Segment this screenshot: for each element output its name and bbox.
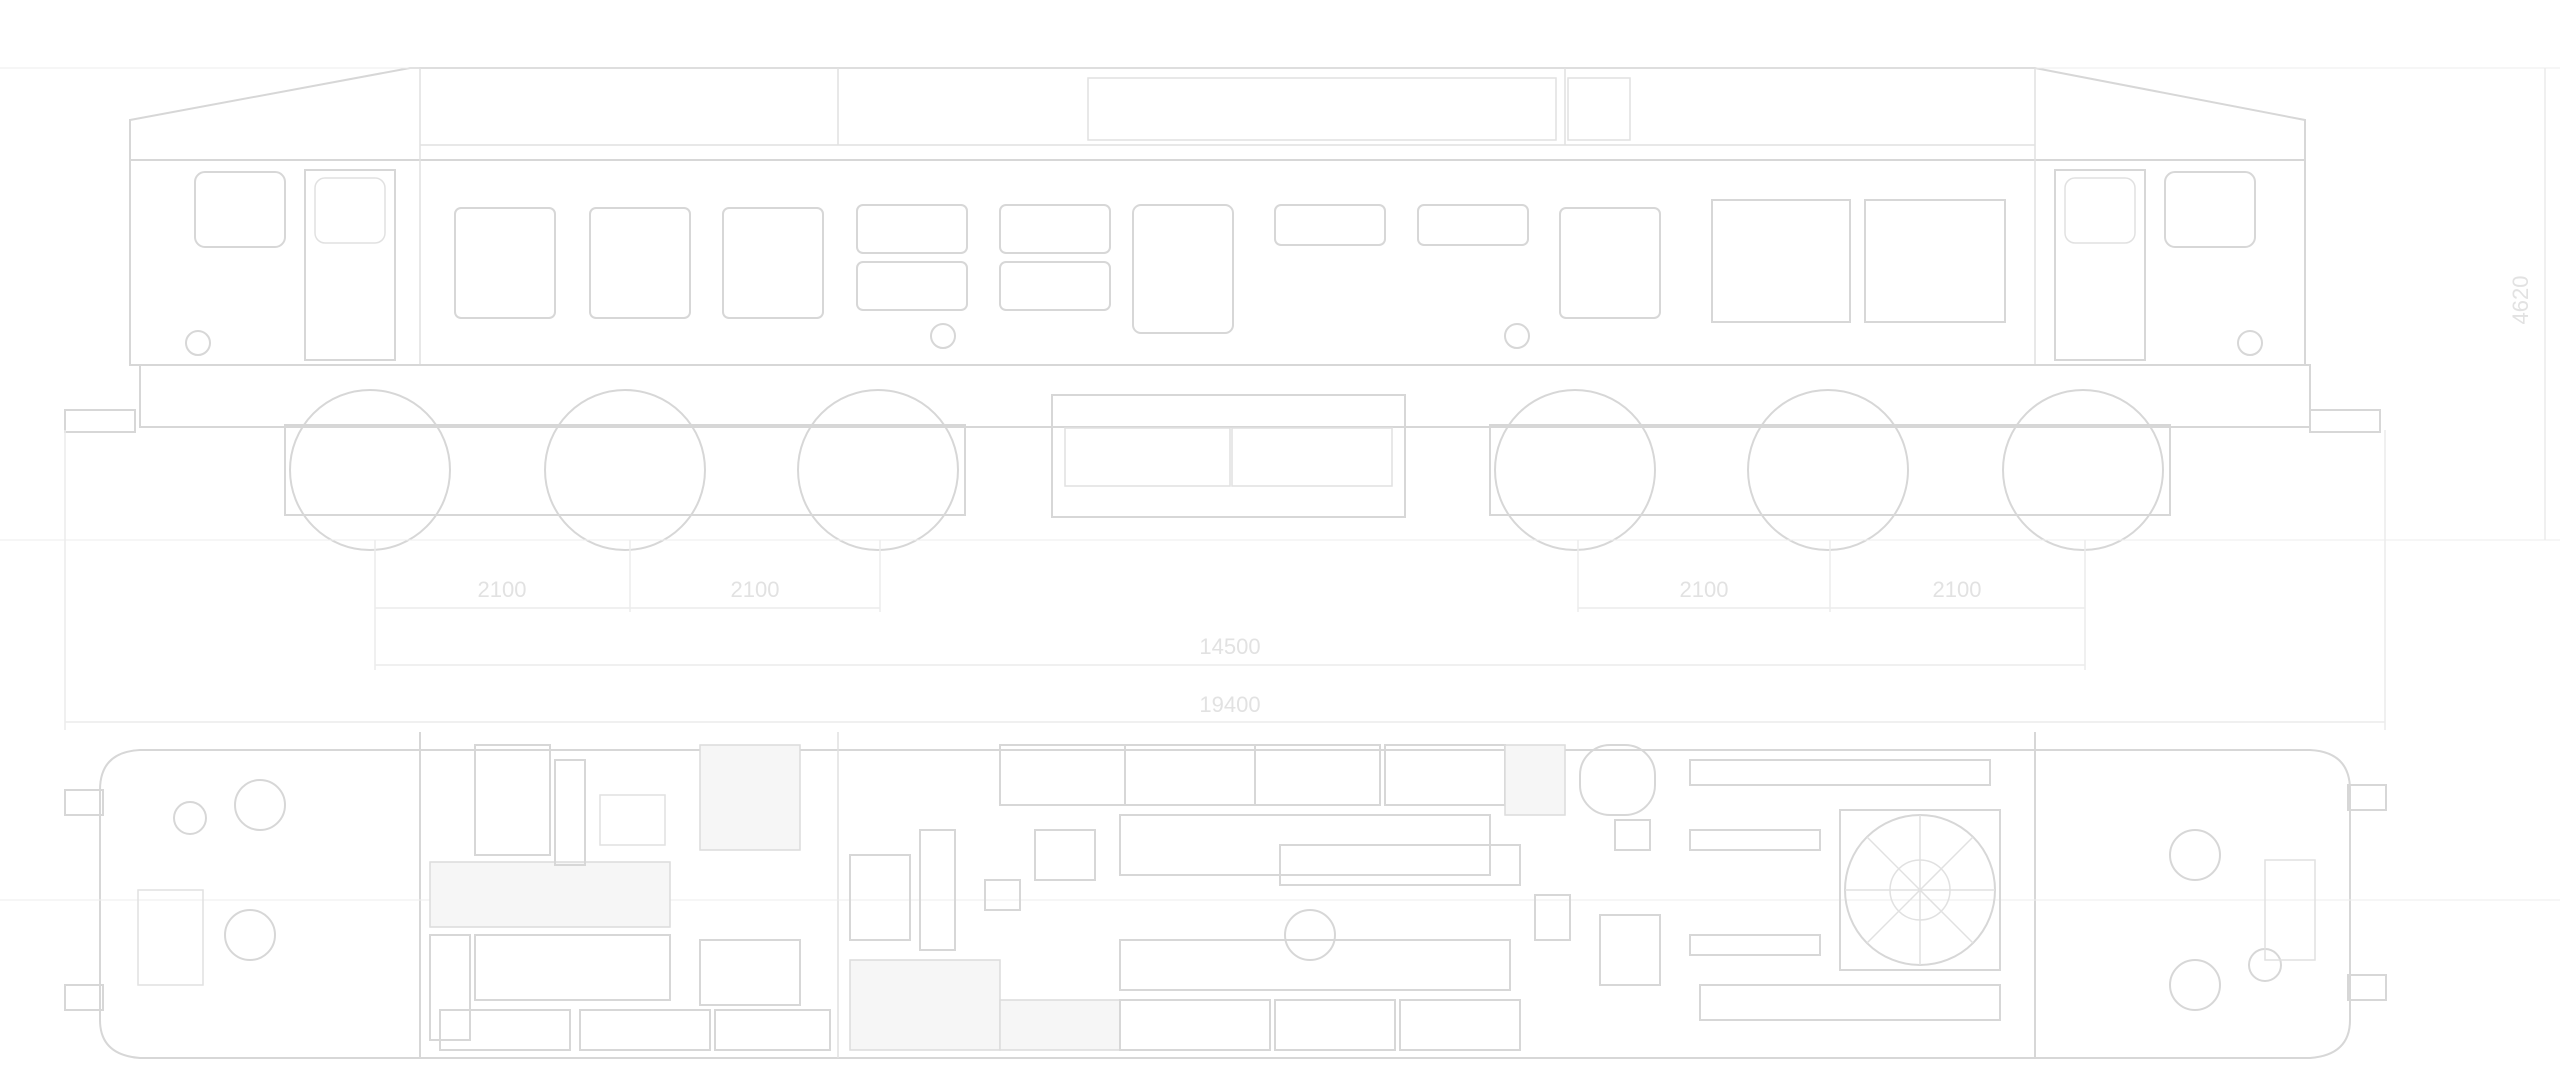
- dim-height: 4620: [2508, 276, 2533, 325]
- handbrake-wheel: [173, 801, 207, 835]
- dim-axle-4: 2100: [1933, 577, 1982, 602]
- dim-axle-2: 2100: [731, 577, 780, 602]
- bogie-left: [284, 389, 966, 551]
- wheel: [2002, 389, 2164, 551]
- engine-room-equipment: [429, 744, 2001, 1051]
- roof-grill: [1087, 77, 1631, 141]
- dim-axle-3: 2100: [1680, 577, 1729, 602]
- wheel: [289, 389, 451, 551]
- side-elevation-view: [0, 67, 2560, 551]
- cab-window-left: [194, 171, 286, 248]
- bogie-right: [1489, 389, 2171, 551]
- radiator-fan: [1839, 809, 2001, 971]
- cab-window-right: [2164, 171, 2256, 248]
- wheel: [1494, 389, 1656, 551]
- cab-seat-left: [234, 779, 286, 831]
- dim-bogie-centers: 14500: [1199, 634, 1260, 659]
- buffer-left: [64, 409, 136, 433]
- dimension-lines: 2100 2100 2100 2100 14500 19400 4620: [64, 68, 2546, 730]
- plan-outline: [99, 749, 2351, 1059]
- wheel: [544, 389, 706, 551]
- side-louvers: [454, 199, 2006, 323]
- roof-outline: [129, 67, 2306, 161]
- side-door: [1132, 204, 1234, 334]
- dim-axle-1: 2100: [478, 577, 527, 602]
- wheel: [797, 389, 959, 551]
- underframe: [139, 364, 2311, 428]
- cab-seat-right: [2169, 829, 2221, 881]
- dim-overall-length: 19400: [1199, 692, 1260, 717]
- cab-door-left: [304, 169, 396, 361]
- buffer-right: [2309, 409, 2381, 433]
- plan-layout-view: [0, 732, 2560, 1059]
- cab-door-right: [2054, 169, 2146, 361]
- fuel-tank: [1051, 394, 1406, 518]
- wheel: [1747, 389, 1909, 551]
- carbody: [129, 159, 2306, 366]
